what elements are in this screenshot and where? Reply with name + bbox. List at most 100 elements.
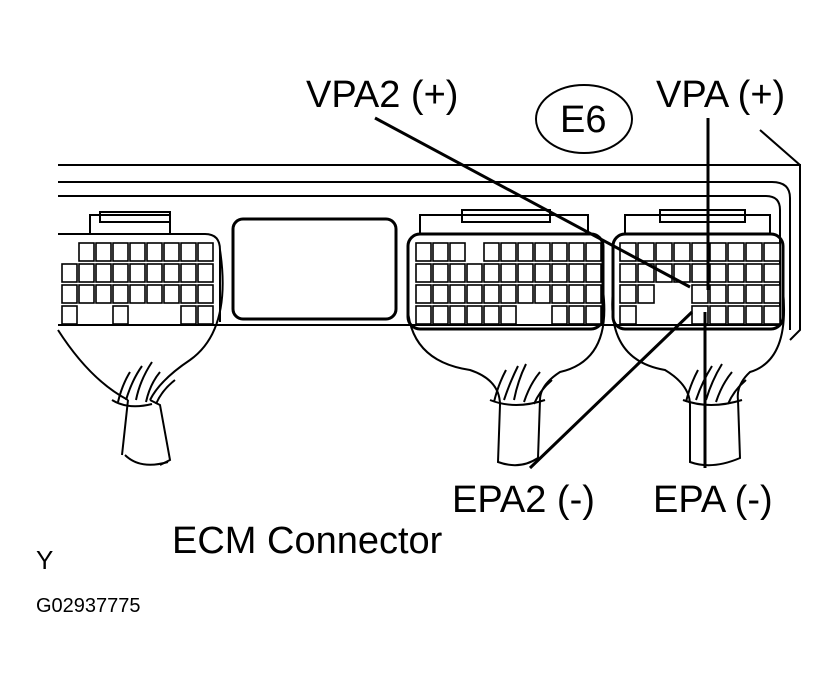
- pin-cell: [763, 284, 781, 304]
- pin-cell: [129, 284, 146, 304]
- pin-cell: [483, 305, 500, 325]
- pin-cell: [619, 284, 637, 304]
- epa-label: EPA (-): [653, 479, 773, 521]
- pin-cell: [466, 263, 483, 283]
- pin-cell: [180, 305, 197, 325]
- pin-cell: [745, 305, 763, 325]
- pin-cell: [745, 284, 763, 304]
- pin-cell: [763, 263, 781, 283]
- pin-cell: [585, 284, 602, 304]
- pin-cell: [129, 263, 146, 283]
- pin-cell: [551, 242, 568, 262]
- pin-cell: [727, 284, 745, 304]
- pin-cell: [568, 284, 585, 304]
- side-mark-label: Y: [36, 545, 53, 575]
- vpa2-label: VPA2 (+): [306, 74, 458, 116]
- pin-cell: [483, 284, 500, 304]
- connector-id-ellipse: [535, 84, 633, 154]
- pin-cell: [619, 263, 637, 283]
- pin-cell: [180, 263, 197, 283]
- left-connector: [57, 211, 224, 466]
- pin-cell: [534, 242, 551, 262]
- pin-cell: [146, 242, 163, 262]
- pin-cell: [500, 242, 517, 262]
- pin-cell: [78, 242, 95, 262]
- center-window: [231, 217, 398, 321]
- pin-cell: [745, 242, 763, 262]
- pin-cell: [78, 263, 95, 283]
- pin-cell: [112, 242, 129, 262]
- pin-cell: [61, 305, 78, 325]
- connector-id-label: E6: [560, 99, 606, 141]
- pin-cell: [415, 305, 432, 325]
- pin-cell: [78, 284, 95, 304]
- pin-cell: [449, 242, 466, 262]
- pin-cell: [466, 284, 483, 304]
- pin-cell: [146, 284, 163, 304]
- pin-cell: [432, 284, 449, 304]
- pin-cell: [432, 263, 449, 283]
- pin-cell: [500, 284, 517, 304]
- pin-cell: [673, 242, 691, 262]
- pin-cell: [500, 263, 517, 283]
- pin-cell: [534, 263, 551, 283]
- pin-cell: [763, 242, 781, 262]
- pin-cell: [534, 284, 551, 304]
- pin-cell: [655, 242, 673, 262]
- pin-cell: [112, 263, 129, 283]
- middle-connector: [406, 209, 606, 467]
- wire-strands: [117, 361, 747, 405]
- pin-cell: [585, 242, 602, 262]
- pin-cell: [466, 305, 483, 325]
- right-connector: [611, 209, 785, 467]
- pin-cell: [112, 284, 129, 304]
- pin-cell: [415, 263, 432, 283]
- pin-cell: [415, 284, 432, 304]
- pin-cell: [197, 263, 214, 283]
- pin-cell: [551, 305, 568, 325]
- pin-cell: [483, 242, 500, 262]
- pin-cell: [637, 284, 655, 304]
- pin-cell: [745, 263, 763, 283]
- figure-code-label: G02937775: [36, 595, 141, 617]
- pin-cell: [691, 284, 709, 304]
- pin-cell: [637, 242, 655, 262]
- pin-cell: [619, 305, 637, 325]
- pin-cell: [95, 242, 112, 262]
- pin-cell: [763, 305, 781, 325]
- pin-cell: [691, 242, 709, 262]
- pin-cell: [432, 305, 449, 325]
- pin-cell: [112, 305, 129, 325]
- pin-cell: [61, 284, 78, 304]
- pin-cell: [449, 305, 466, 325]
- pin-cell: [727, 305, 745, 325]
- pin-cell: [500, 305, 517, 325]
- pin-cell: [197, 242, 214, 262]
- pin-cell: [163, 263, 180, 283]
- pin-cell: [415, 242, 432, 262]
- vpa-label: VPA (+): [656, 74, 785, 116]
- epa2-label: EPA2 (-): [452, 479, 595, 521]
- pin-cell: [197, 305, 214, 325]
- pin-cell: [146, 263, 163, 283]
- pin-cell: [585, 263, 602, 283]
- pin-cell: [709, 263, 727, 283]
- epa2-leader: [528, 310, 694, 470]
- pin-cell: [551, 263, 568, 283]
- pin-cell: [585, 305, 602, 325]
- pin-cell: [180, 242, 197, 262]
- vpa2-leader: [374, 116, 691, 289]
- pin-cell: [163, 242, 180, 262]
- pin-cell: [709, 305, 727, 325]
- pin-cell: [432, 242, 449, 262]
- pin-cell: [197, 284, 214, 304]
- pin-cell: [95, 284, 112, 304]
- pin-cell: [163, 284, 180, 304]
- pin-cell: [727, 242, 745, 262]
- pin-cell: [129, 242, 146, 262]
- ecm-housing: [58, 129, 801, 341]
- caption-label: ECM Connector: [172, 520, 443, 562]
- pin-cell: [517, 263, 534, 283]
- pin-cell: [691, 263, 709, 283]
